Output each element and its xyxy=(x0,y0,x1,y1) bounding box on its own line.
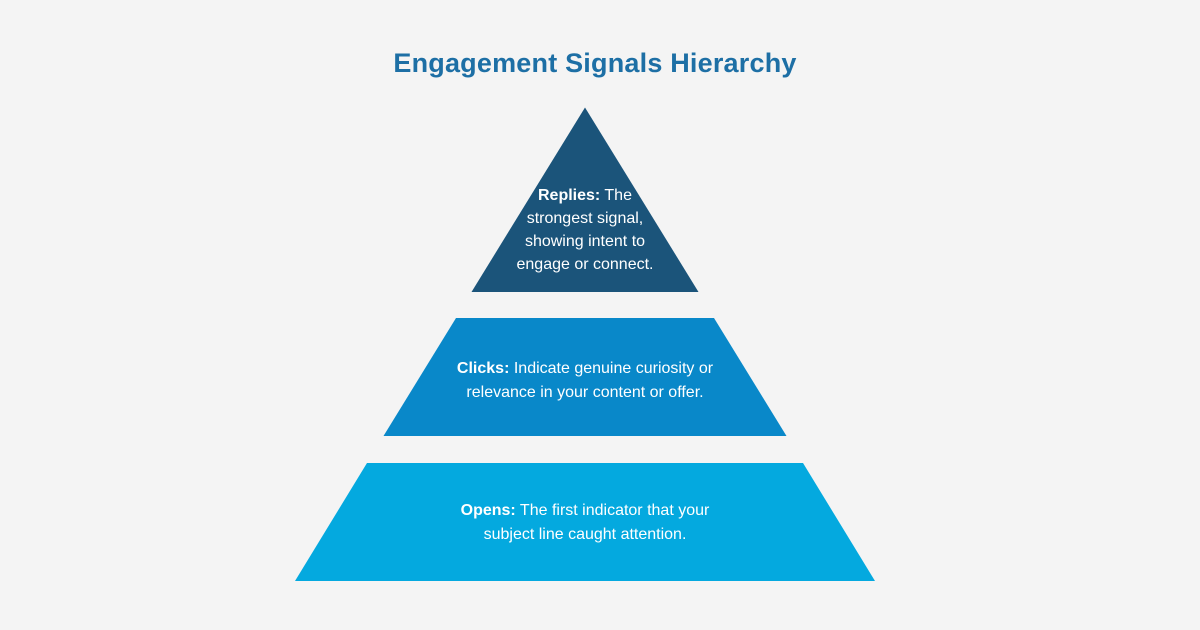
pyramid-level-opens-text: Opens: The first indicator that your sub… xyxy=(385,499,785,547)
level-text-rest: The first indicator that your xyxy=(519,502,710,519)
pyramid-level-replies-text: Replies: The strongest signal, showing i… xyxy=(460,184,710,276)
text-line: relevance in your content or offer. xyxy=(466,384,704,401)
text-line: showing intent to xyxy=(524,233,646,250)
text-line: subject line caught attention. xyxy=(483,526,687,543)
pyramid-level-clicks-shape xyxy=(383,318,787,436)
level-text-rest: Indicate genuine curiosity or xyxy=(513,360,714,377)
level-heading: Clicks: xyxy=(456,360,510,377)
text-line: Opens: The first indicator that your xyxy=(385,499,785,523)
text-line: Replies: The xyxy=(460,184,710,207)
level-heading: Replies: xyxy=(538,187,601,204)
pyramid-level-clicks-text: Clicks: Indicate genuine curiosity or re… xyxy=(385,357,785,405)
level-text-rest: The xyxy=(604,187,632,204)
page-title: Engagement Signals Hierarchy xyxy=(393,48,797,78)
level-heading: Opens: xyxy=(460,502,516,519)
pyramid-level-replies-shape xyxy=(471,107,699,292)
pyramid-level-opens-shape xyxy=(295,463,875,581)
text-line: Clicks: Indicate genuine curiosity or xyxy=(385,357,785,381)
text-line: strongest signal, xyxy=(526,210,644,227)
text-line: engage or connect. xyxy=(516,256,654,273)
